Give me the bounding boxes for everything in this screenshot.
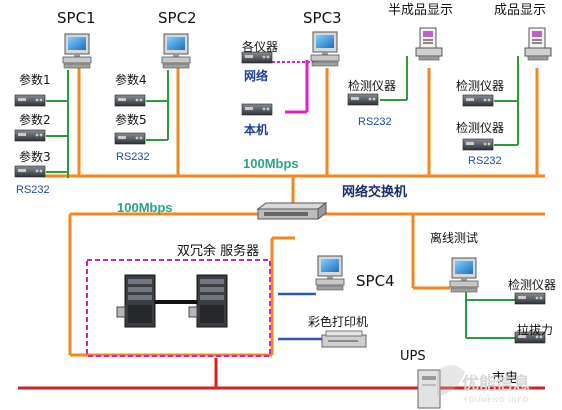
detector-device-a	[347, 93, 379, 106]
param5-label: 参数5	[115, 113, 147, 127]
redundant-server-box	[86, 259, 271, 357]
redundant-server-label: 双冗余 服务器	[177, 244, 260, 259]
semi-display-label: 半成品显示	[388, 3, 454, 18]
watermark-logo	[437, 365, 465, 396]
spc2-label: SPC2	[158, 9, 197, 27]
detector-label-b: 检测仪器	[456, 79, 505, 93]
magenta-links	[272, 60, 318, 114]
semi-display-terminal[interactable]	[415, 27, 443, 61]
network-switch[interactable]	[256, 202, 328, 220]
network-label: 网络	[244, 69, 269, 83]
ups-label: UPS	[400, 349, 426, 364]
param1-device	[14, 94, 46, 107]
param3-device	[14, 165, 46, 178]
param3-label: 参数3	[19, 150, 51, 164]
param4-label: 参数4	[115, 73, 147, 87]
watermark-text: 优能信息	[462, 374, 530, 394]
detector-label-a: 检测仪器	[348, 79, 397, 93]
spc1-label: SPC1	[57, 9, 96, 27]
ups-device[interactable]	[417, 369, 441, 409]
rs232-label-b: RS232	[116, 151, 150, 163]
spc3-computer[interactable]	[310, 31, 340, 67]
power-line	[18, 358, 545, 390]
spc2-computer[interactable]	[161, 33, 191, 69]
local-device	[241, 103, 273, 116]
finished-display-label: 成品显示	[494, 3, 547, 18]
spc4-label: SPC4	[356, 272, 395, 290]
serial-links	[46, 56, 520, 339]
detector-label-d: 检测仪器	[508, 278, 557, 292]
detector-device-d	[514, 292, 546, 305]
offline-test-label: 离线测试	[430, 231, 479, 245]
spc4-computer[interactable]	[315, 255, 345, 291]
speed-label-bottom: 100Mbps	[117, 200, 173, 215]
param5-device	[114, 132, 146, 145]
param2-label: 参数2	[19, 113, 51, 127]
param2-device	[14, 129, 46, 142]
color-printer-device[interactable]	[321, 330, 367, 348]
color-printer-label: 彩色打印机	[308, 315, 369, 329]
switch-label: 网络交换机	[342, 185, 408, 200]
server-a[interactable]	[116, 274, 156, 328]
finished-display-terminal[interactable]	[524, 27, 552, 61]
printer-link	[278, 292, 322, 341]
instruments-label: 各仪器	[242, 40, 279, 54]
detector-device-c	[462, 138, 494, 151]
watermark-subtext: YOUNENG INFO	[463, 397, 530, 404]
offline-test-computer[interactable]	[449, 257, 479, 293]
detector-device-b	[462, 94, 494, 107]
param1-label: 参数1	[19, 73, 51, 87]
top-ethernet-bus	[43, 68, 545, 205]
param4-device	[114, 94, 146, 107]
mains-label: 市电	[492, 371, 519, 386]
bottom-ethernet-bus	[68, 212, 545, 357]
spc1-computer[interactable]	[62, 33, 92, 69]
pull-force-label: 拉拔力	[517, 323, 554, 337]
rs232-label-d: RS232	[468, 155, 502, 167]
detector-label-c: 检测仪器	[456, 121, 505, 135]
rs232-label-c: RS232	[358, 116, 392, 128]
spc3-label: SPC3	[303, 9, 342, 27]
local-label: 本机	[244, 123, 269, 137]
speed-label-top: 100Mbps	[243, 156, 299, 171]
rs232-label-a: RS232	[16, 184, 50, 196]
